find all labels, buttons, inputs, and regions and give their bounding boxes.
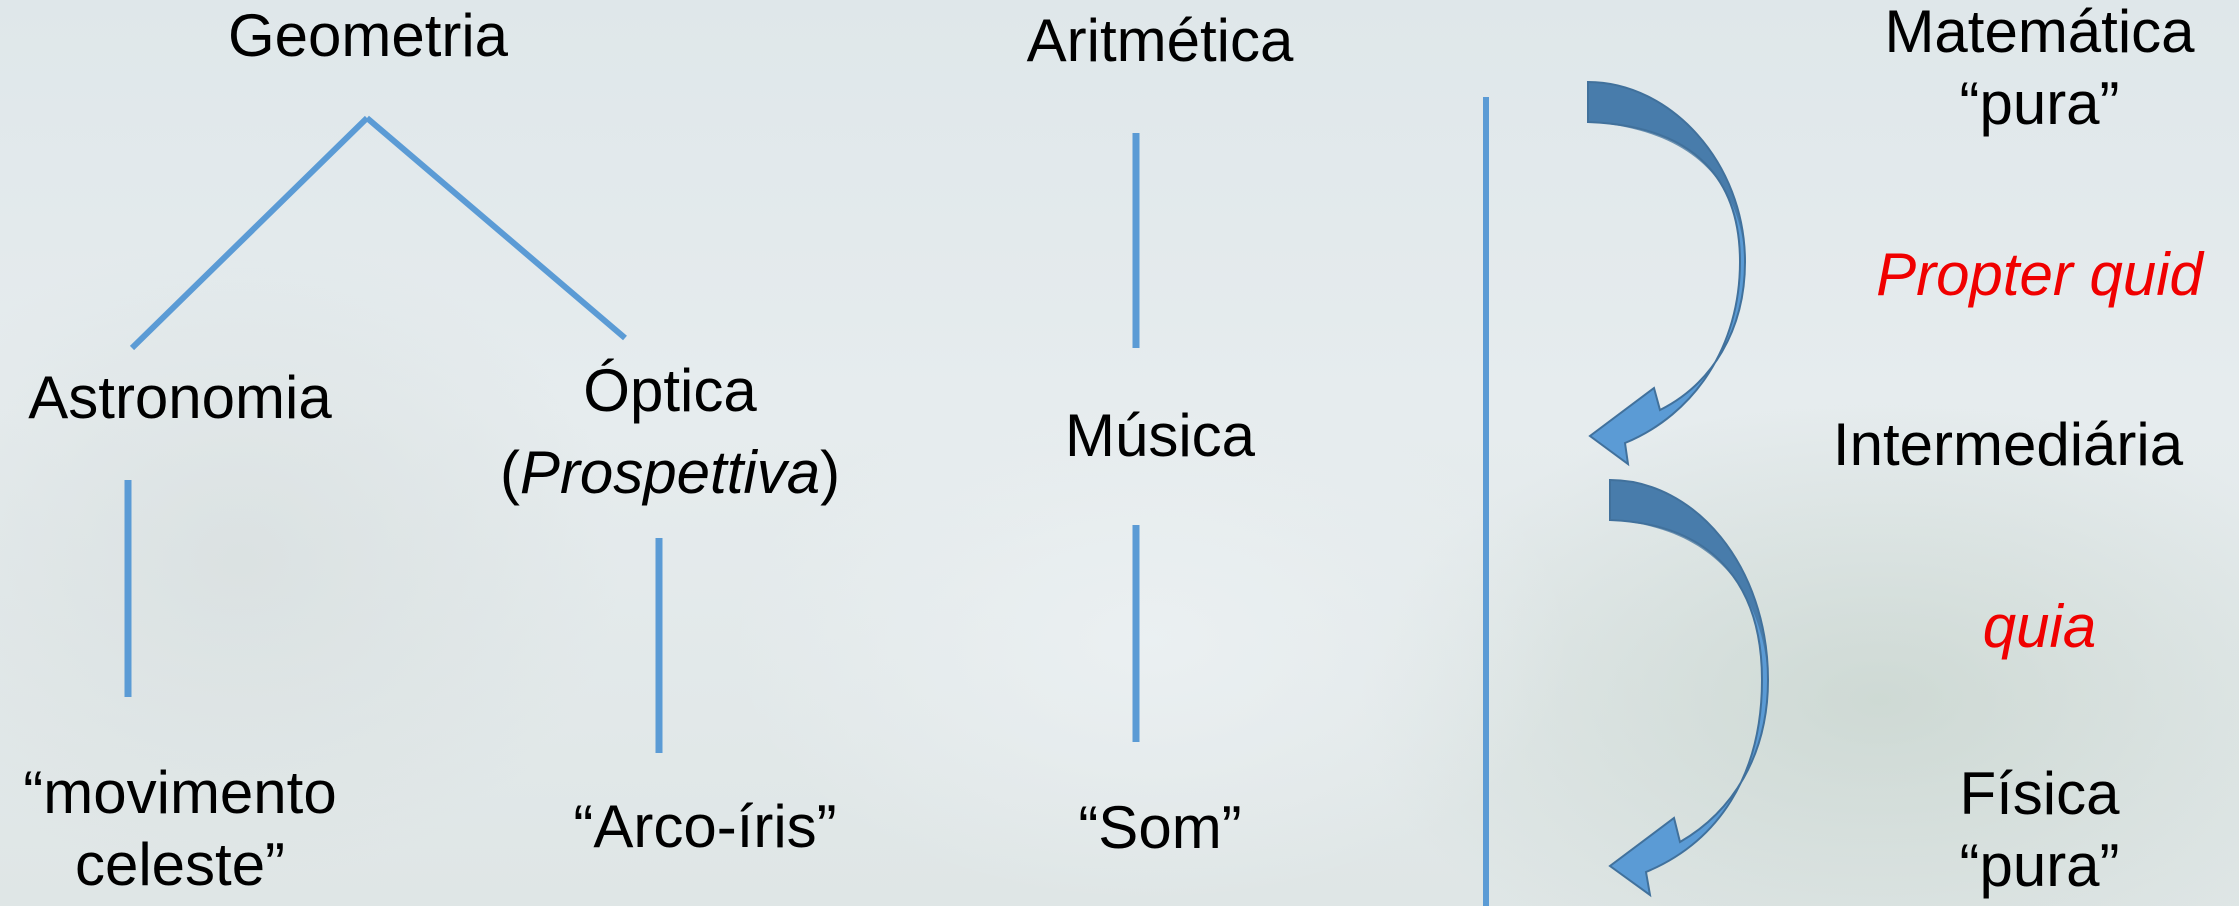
relation-propter-quid: Propter quid — [1876, 241, 2203, 308]
node-astronomia: Astronomia — [28, 364, 332, 431]
optica-prospettiva: Prospettiva — [519, 439, 821, 506]
node-movimento-line1: “movimento — [23, 759, 337, 826]
optica-paren-open: ( — [499, 439, 520, 506]
node-movimento-line2: celeste” — [74, 831, 286, 898]
optica-paren-close: ) — [820, 439, 841, 506]
connector-geometria-astronomia — [129, 115, 370, 351]
curved-arrow-down-1-icon — [1587, 80, 1747, 467]
relation-quia: quia — [1982, 593, 2097, 660]
node-arco-iris: “Arco-íris” — [573, 793, 837, 860]
node-musica: Música — [1064, 402, 1256, 469]
level-matematica-line1: Matemática — [1884, 0, 2195, 65]
node-aritmetica: Aritmética — [1026, 7, 1294, 74]
node-geometria: Geometria — [227, 2, 509, 69]
curved-arrow-down-2-icon — [1608, 478, 1770, 898]
node-optica: Óptica — [470, 355, 870, 427]
connector-geometria-optica — [365, 115, 627, 341]
level-intermediaria: Intermediária — [1832, 411, 2184, 478]
node-optica-subtitle: (Prospettiva) — [470, 437, 870, 509]
level-fisica-line2: “pura” — [1959, 832, 2120, 899]
level-fisica-line1: Física — [1959, 760, 2120, 827]
level-matematica-line2: “pura” — [1959, 70, 2120, 137]
node-optica-label: Óptica — [583, 357, 757, 424]
node-som: “Som” — [1078, 794, 1242, 861]
